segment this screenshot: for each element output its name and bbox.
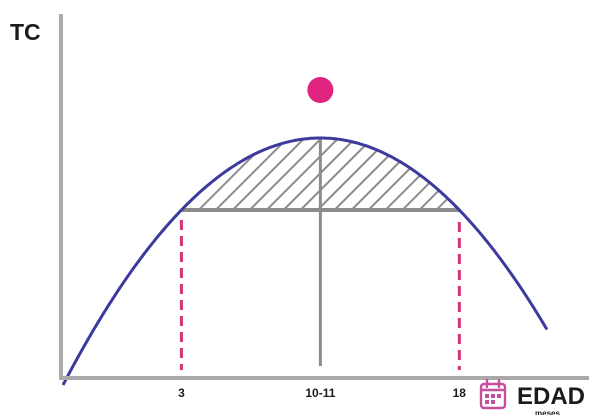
- x-tick-label-3: 3: [178, 386, 185, 400]
- x-axis-label: EDAD: [517, 383, 585, 410]
- x-tick-label-10-11: 10-11: [305, 386, 335, 400]
- peak-dot-marker: [307, 77, 334, 103]
- curve-series: [61, 136, 549, 386]
- x-tick-label-18: 18: [453, 386, 467, 400]
- x-axis-sublabel: meses: [535, 409, 560, 415]
- y-axis-label: TC: [10, 19, 41, 45]
- calendar-icon: [479, 378, 507, 410]
